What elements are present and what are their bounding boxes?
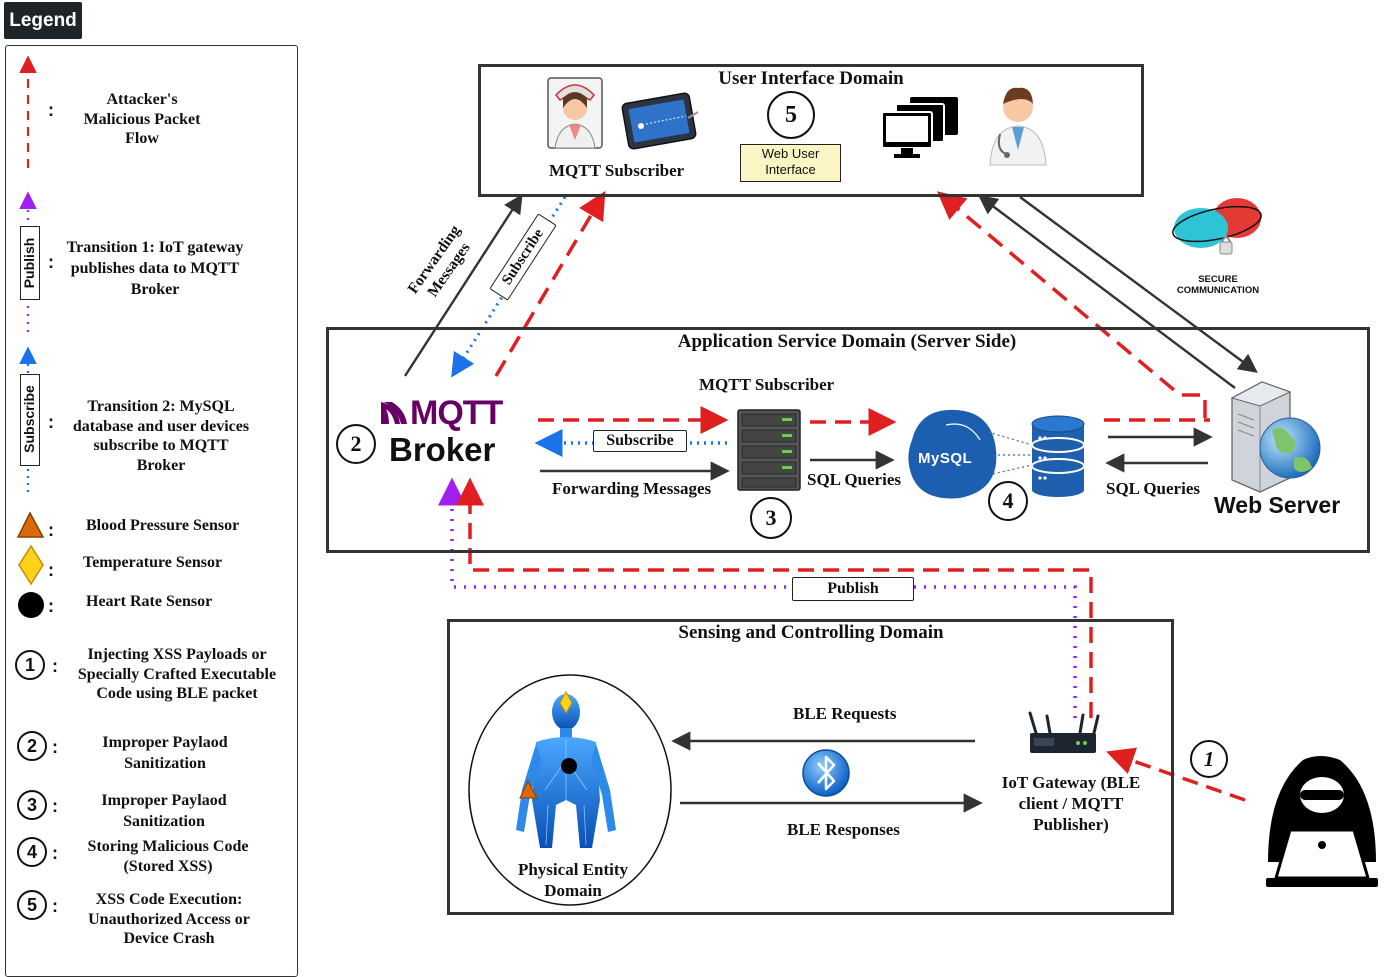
attack-webserver-to-ui-arrow [936, 191, 1207, 418]
sensing-controlling-domain-title: Sensing and Controlling Domain [678, 622, 944, 643]
mysql-label: MySQL [918, 450, 973, 467]
human-body-icon [516, 690, 616, 848]
app-mqtt-subscriber-label: MQTT Subscriber [699, 375, 835, 394]
physical-entity-domain-label: Physical Entity Domain [517, 860, 629, 900]
step-2-marker: 2 [336, 424, 376, 464]
legend-colon: : [52, 796, 58, 816]
forwarding-to-ui-arrow [403, 193, 523, 377]
legend-item-transition2: Transition 2: MySQL database and user de… [72, 398, 250, 474]
web-server-icon [1230, 381, 1321, 493]
legend-colon: : [52, 737, 58, 757]
legend-colon: : [48, 100, 54, 120]
legend-colon: : [48, 596, 54, 616]
sql-queries-label-2: SQL Queries [1106, 479, 1200, 498]
legend-colon: : [48, 560, 54, 580]
webserver-to-ui-arrow [978, 195, 1236, 389]
tablet-icon [621, 92, 699, 150]
mqtt-logo-icon [381, 402, 407, 424]
ui-to-webserver-arrow [1019, 196, 1258, 373]
secure-communication-icon [1172, 198, 1262, 255]
legend-subscribe-tag-box [20, 374, 40, 466]
legend-num-3: 3 [17, 790, 47, 820]
legend-publish-tag-box [20, 226, 40, 300]
legend-item-5: XSS Code Execution: Unauthorized Access … [88, 891, 250, 947]
nurse-icon [547, 77, 603, 149]
yellow-diamond-icon [18, 544, 44, 586]
ble-responses-label: BLE Responses [787, 820, 900, 839]
legend-item-3: Improper Paylaod Sanitization [101, 792, 227, 830]
iot-gateway-label: IoT Gateway (BLE client / MQTT Publisher… [1001, 773, 1141, 834]
legend-item-2: Improper Paylaod Sanitization [102, 734, 228, 772]
user-interface-domain-title: User Interface Domain [718, 68, 904, 89]
legend-colon: : [52, 656, 58, 676]
legend-item-attack-flow: Attacker's Malicious Packet Flow [83, 91, 201, 147]
web-user-interface-box[interactable]: Web User Interface [740, 144, 841, 182]
application-service-domain-box [326, 327, 1370, 553]
rack-server-icon [737, 409, 801, 491]
legend-subscribe-tag: Subscribe [21, 385, 37, 453]
ble-requests-label: BLE Requests [793, 704, 897, 723]
mysql-icon [908, 409, 997, 499]
user-interface-domain-box [478, 64, 1144, 197]
black-circle-icon [18, 592, 44, 618]
attack-gateway-to-broker-arrow [456, 477, 1093, 718]
legend-item-temperature: Temperature Sensor [83, 554, 223, 571]
attack-broker-to-ui-arrow [494, 190, 606, 377]
app-subscribe-tag: Subscribe [593, 430, 687, 452]
legend-colon: : [52, 843, 58, 863]
sensing-controlling-domain-box [447, 619, 1174, 915]
attacker-icon [1266, 756, 1378, 887]
step-3-marker: 3 [750, 497, 792, 539]
ui-mqtt-subscriber-label: MQTT Subscriber [549, 161, 685, 180]
legend-num-1: 1 [15, 650, 45, 680]
legend-publish-tag: Publish [21, 237, 37, 289]
step-1-marker: 1 [1190, 740, 1228, 778]
mqtt-logo-text: MQTT [410, 394, 503, 432]
mysql-db-connector [987, 431, 1033, 476]
doctor-icon [989, 87, 1047, 166]
legend-colon: : [48, 520, 54, 540]
legend-item-transition1: Transition 1: IoT gateway publishes data… [66, 239, 244, 298]
sql-queries-label-1: SQL Queries [807, 470, 901, 489]
legend-item-1: Injecting XSS Payloads or Specially Craf… [77, 646, 277, 702]
web-server-label: Web Server [1214, 492, 1341, 518]
bluetooth-icon [802, 749, 850, 797]
orange-triangle-icon [16, 511, 45, 538]
legend-colon: : [52, 896, 58, 916]
legend-title: Legend [4, 2, 82, 39]
database-icon [1031, 415, 1085, 497]
application-service-domain-title: Application Service Domain (Server Side) [677, 331, 1017, 352]
step-5-marker: 5 [767, 91, 815, 139]
publish-tag: Publish [792, 577, 914, 601]
iot-gateway-icon [1028, 711, 1100, 753]
legend-num-4: 4 [17, 837, 47, 867]
legend-num-2: 2 [17, 731, 47, 761]
legend-item-heart-rate: Heart Rate Sensor [86, 593, 213, 610]
app-forwarding-messages-label: Forwarding Messages [552, 479, 712, 498]
legend-item-4: Storing Malicious Code (Stored XSS) [87, 838, 249, 875]
attack-attacker-to-gateway-arrow [1106, 747, 1246, 802]
legend-num-5: 5 [17, 890, 47, 920]
legend-item-blood-pressure: Blood Pressure Sensor [86, 517, 240, 534]
legend-colon: : [48, 412, 54, 432]
legend-colon: : [48, 252, 54, 272]
secure-communication-label: SECURE COMMUNICATION [1176, 274, 1260, 296]
step-4-marker: 4 [988, 481, 1028, 521]
mqtt-broker-label: Broker [389, 431, 496, 468]
computer-monitors-icon [881, 97, 958, 158]
